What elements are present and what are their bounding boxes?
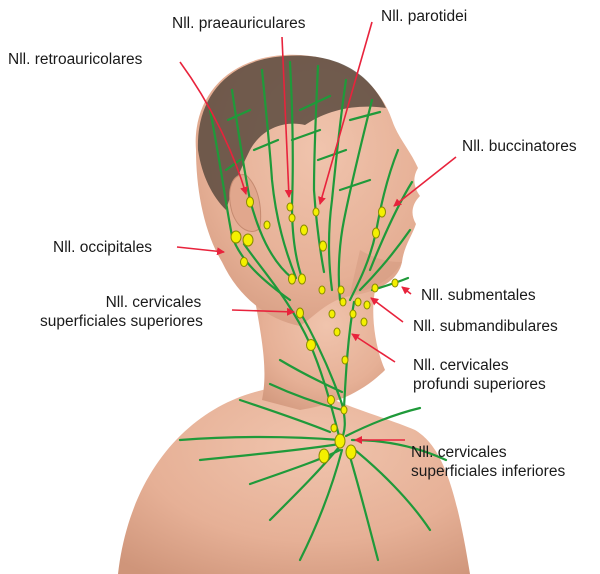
label-cervicales-superficiales-inferiores: Nll. cervicales superficiales inferiores <box>411 443 565 481</box>
label-submentales: Nll. submentales <box>421 286 536 305</box>
label-line: Nll. cervicales <box>411 443 565 462</box>
label-cervicales-profundi-superiores: Nll. cervicales profundi superiores <box>413 356 546 394</box>
label-line: superficiales inferiores <box>411 462 565 481</box>
label-praeauriculares: Nll. praeauriculares <box>172 14 306 33</box>
label-occipitales: Nll. occipitales <box>53 238 152 257</box>
label-submandibulares: Nll. submandibulares <box>413 317 558 336</box>
label-retroauricolares: Nll. retroauricolares <box>8 50 142 69</box>
label-line: Nll. cervicales <box>413 356 546 375</box>
label-parotidei: Nll. parotidei <box>381 7 467 26</box>
label-line: profundi superiores <box>413 375 546 394</box>
label-buccinatores: Nll. buccinatores <box>462 137 577 156</box>
label-line: superficiales superiores <box>40 312 203 331</box>
label-cervicales-superficiales-superiores: Nll. cervicales superficiales superiores <box>104 293 203 331</box>
label-line: Nll. cervicales <box>104 293 203 312</box>
